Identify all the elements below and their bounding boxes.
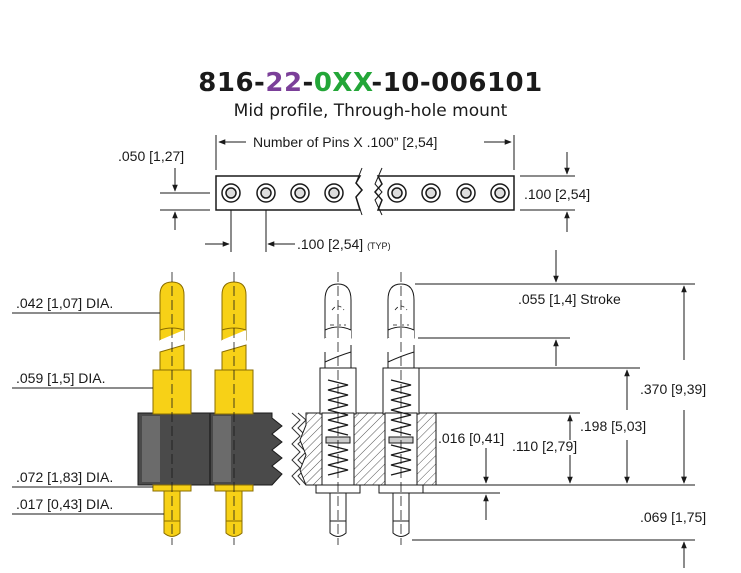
pins-count-label: Number of Pins X .100” [2,54] [253,134,438,150]
dim-050-label: .050 [1,27] [118,148,185,164]
section-view [291,272,437,545]
dim-069-label: .069 [1,75] [640,509,707,525]
section-centerlines [337,272,402,545]
top-view-dimensions [160,135,575,252]
dia-017-label: .017 [0,43] DIA. [16,496,114,512]
pitch-typ: (TYP) [367,241,391,251]
dia-059-label: .059 [1,5] DIA. [16,370,106,386]
part-number-dash: - [302,68,314,98]
dim-100-right-label: .100 [2,54] [524,186,591,202]
insulator-body [137,412,283,486]
dia-042-label: .042 [1,07] DIA. [16,295,114,311]
side-view-centerlines [171,272,235,545]
part-number-title: 816-22-0XX-10-006101 [0,68,741,98]
part-number-seg2: 0XX [313,68,372,98]
dim-370-label: .370 [9,39] [640,381,707,397]
part-number-seg1: 22 [265,68,303,98]
left-leaders [12,312,164,515]
stroke-label: .055 [1,4] Stroke [518,291,621,307]
dia-072-label: .072 [1,83] DIA. [16,469,114,485]
part-number-prefix: 816- [198,68,266,98]
pitch-value: .100 [2,54] [297,236,364,252]
part-number-suffix: -10-006101 [371,68,543,98]
dim-pitch-label: .100 [2,54] (TYP) [297,236,391,252]
dim-016-label: .016 [0,41] [438,430,505,446]
top-view-strip [215,167,515,216]
dim-110-label: .110 [2,79] [512,438,578,454]
right-dimensions [412,250,695,568]
subtitle: Mid profile, Through-hole mount [233,101,508,121]
dim-198-label: .198 [5,03] [580,418,647,434]
top-view-holes [221,183,510,203]
